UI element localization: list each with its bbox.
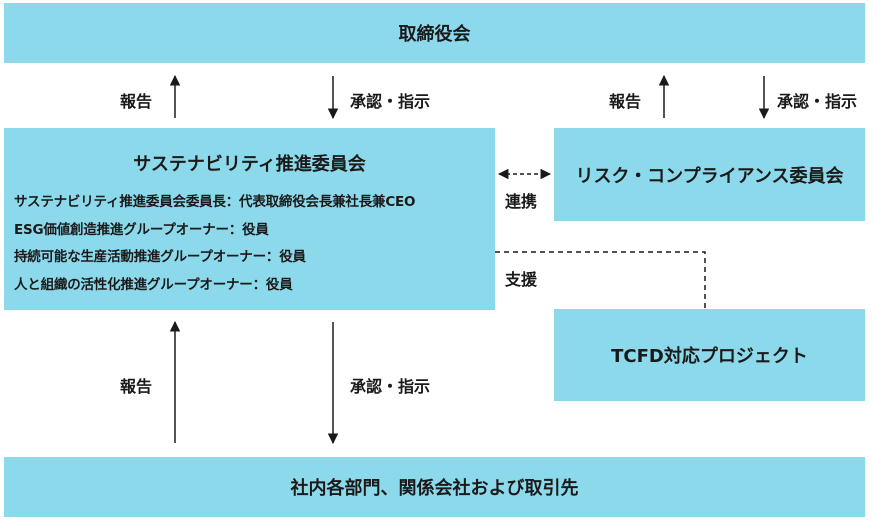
label-cooperation: 連携 <box>505 192 538 211</box>
label-approval-bottom: 承認・指示 <box>350 377 431 396</box>
label-approval-top-right: 承認・指示 <box>777 92 858 111</box>
label-report-top-right: 報告 <box>609 92 642 111</box>
risk-compliance-committee-box: リスク・コンプライアンス委員会 <box>554 128 865 221</box>
line-support <box>495 251 706 309</box>
board-of-directors-box: 取締役会 <box>4 3 865 63</box>
tcfd-label: TCFD対応プロジェクト <box>611 346 808 367</box>
label-report-bottom: 報告 <box>120 377 153 396</box>
label-approval-top-left: 承認・指示 <box>350 92 431 111</box>
risk-committee-label: リスク・コンプライアンス委員会 <box>575 165 844 187</box>
departments-label: 社内各部門、関係会社および取引先 <box>290 478 579 499</box>
tcfd-project-box: TCFD対応プロジェクト <box>554 309 865 401</box>
committee-member-production: 持続可能な生産活動推進グループオーナー：役員 <box>14 249 306 265</box>
label-report-top-left: 報告 <box>120 92 153 111</box>
committee-member-chair: サステナビリティ推進委員会委員長：代表取締役会長兼社長兼CEO <box>14 194 416 210</box>
committee-member-people: 人と組織の活性化推進グループオーナー：役員 <box>14 277 293 293</box>
sustainability-committee-box: サステナビリティ推進委員会 サステナビリティ推進委員会委員長：代表取締役会長兼社… <box>4 128 495 310</box>
committee-member-esg: ESG価値創造推進グループオーナー：役員 <box>14 222 269 238</box>
departments-box: 社内各部門、関係会社および取引先 <box>4 457 865 517</box>
board-label: 取締役会 <box>398 24 471 45</box>
sustainability-committee-title: サステナビリティ推進委員会 <box>133 154 366 175</box>
label-support: 支援 <box>505 270 538 289</box>
